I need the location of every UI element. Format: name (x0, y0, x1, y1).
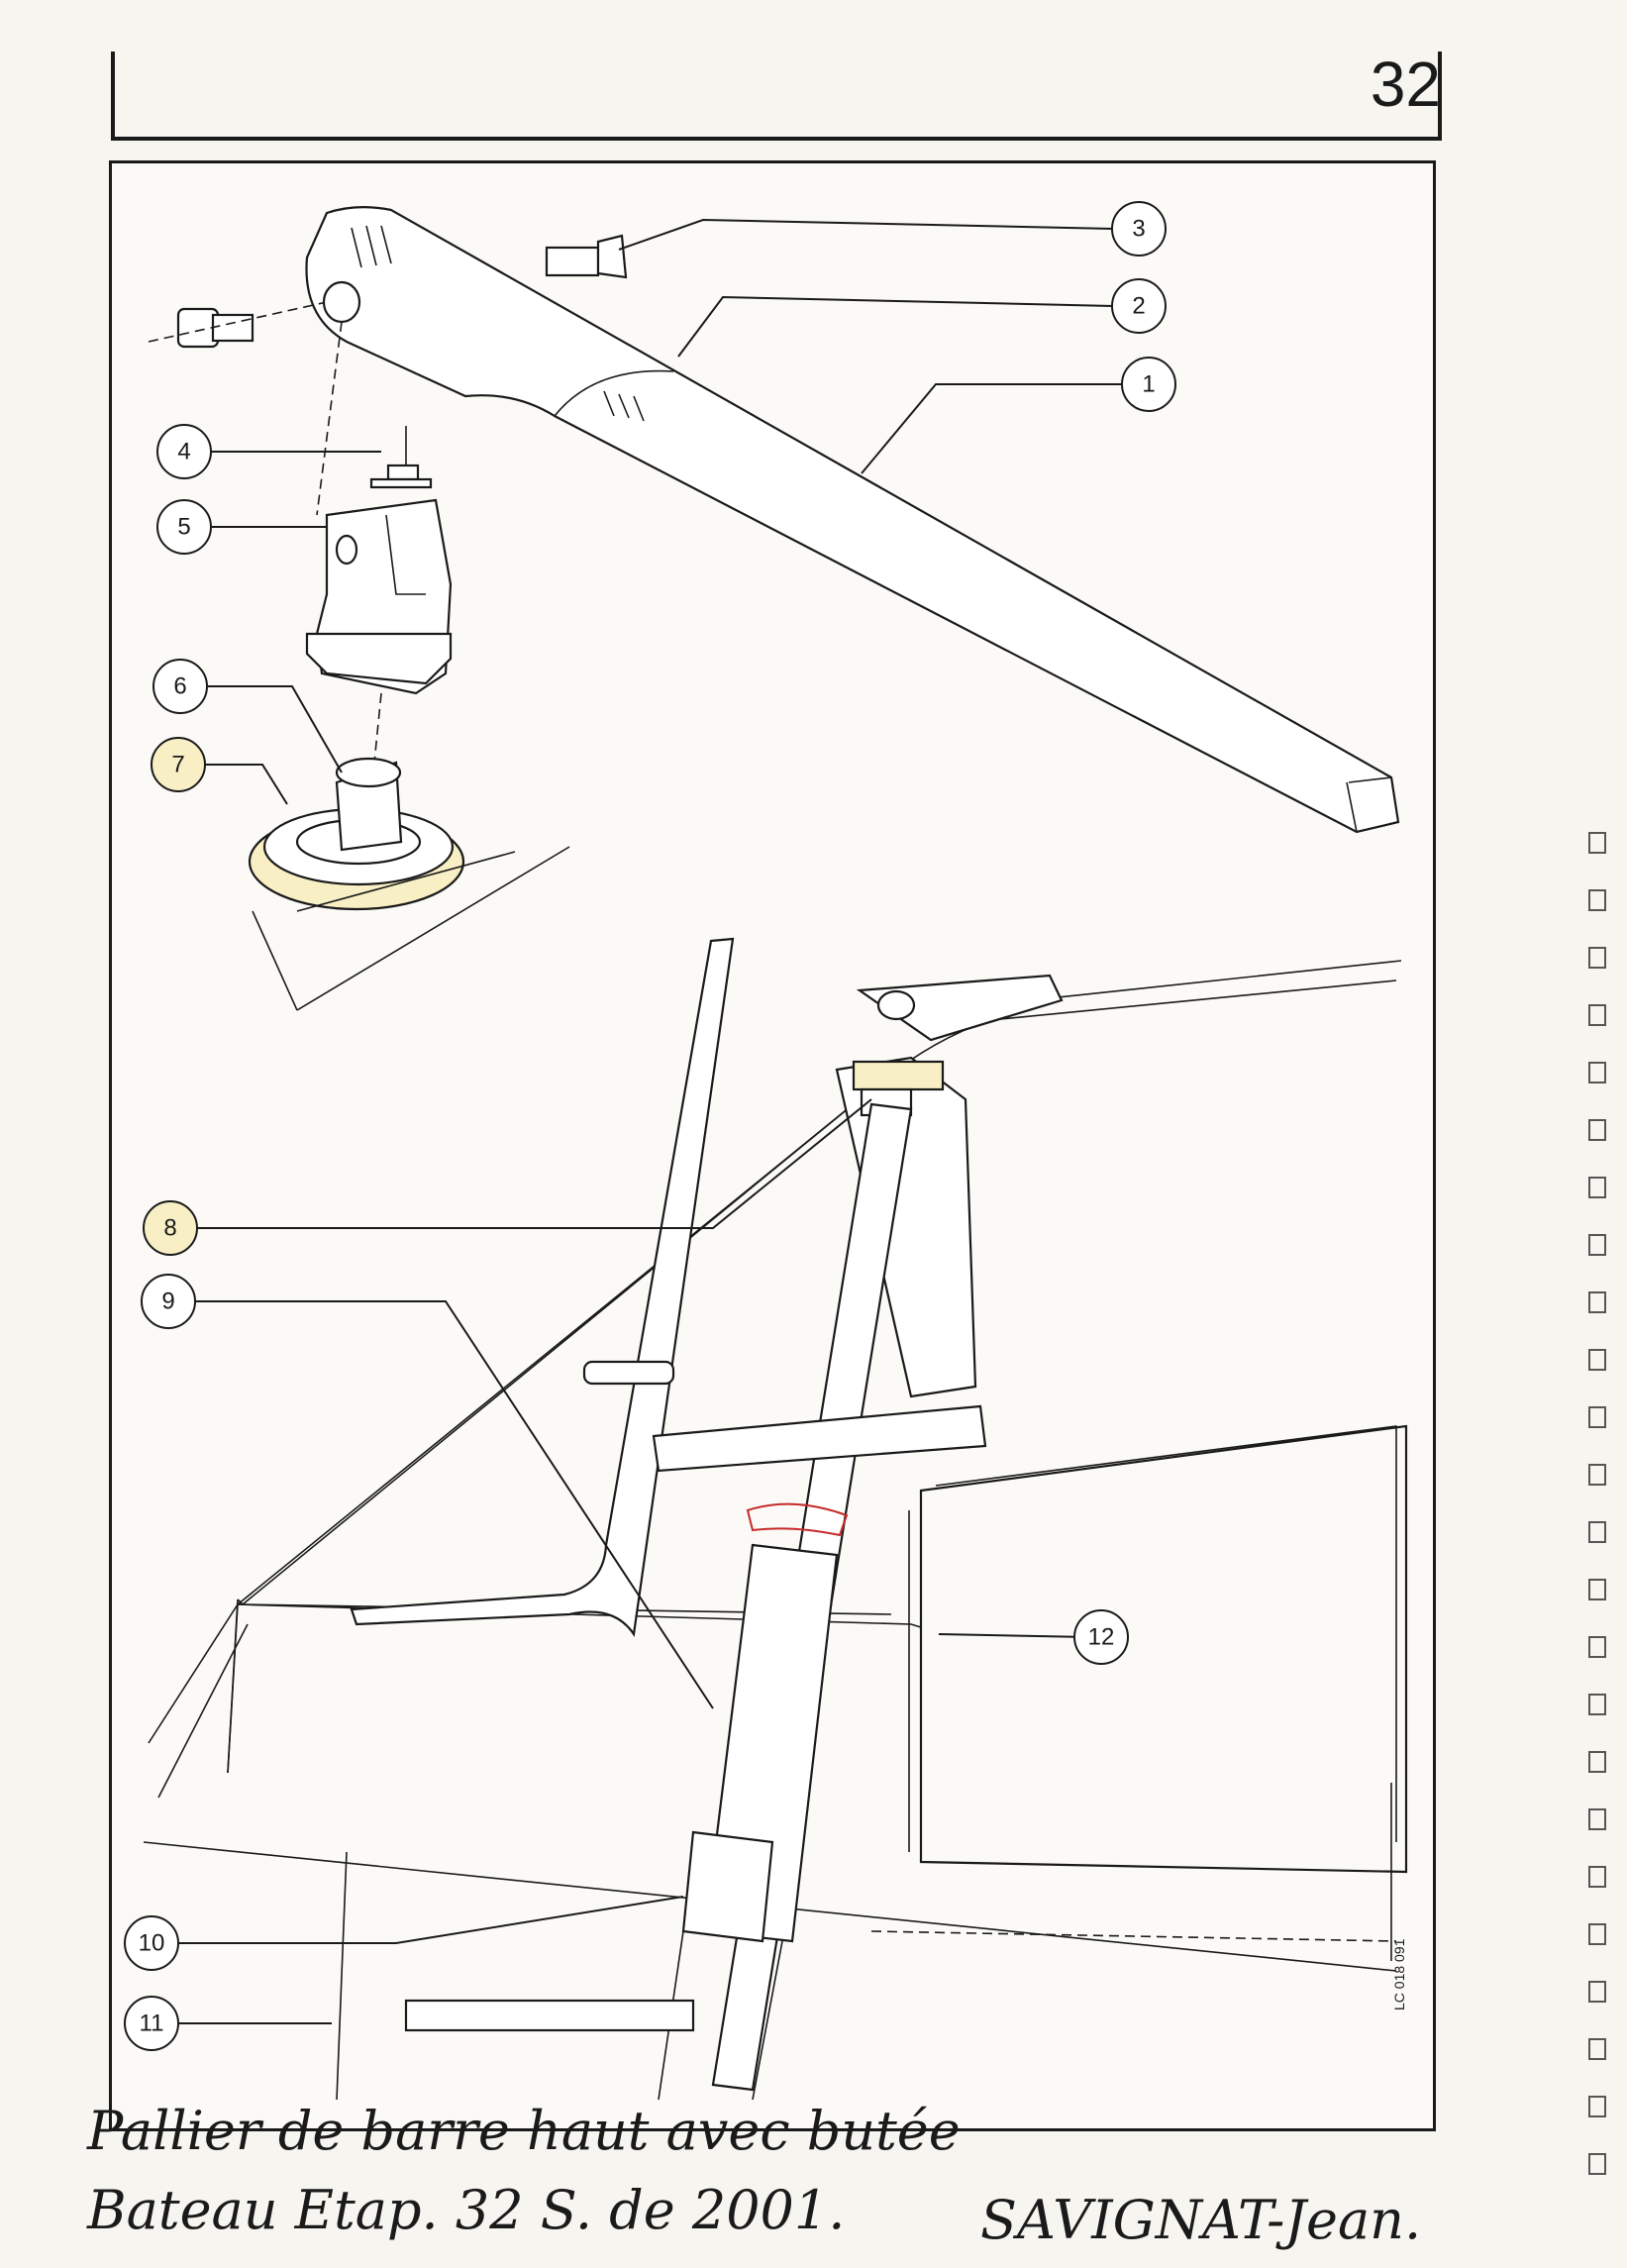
tiller-head-fitting (305, 498, 453, 695)
callout-4: 4 (156, 424, 212, 479)
callout-6: 6 (153, 659, 208, 714)
callout-8: 8 (143, 1200, 198, 1256)
page-number: 32 (1370, 49, 1441, 120)
svg-text:4: 4 (177, 439, 190, 465)
handwritten-owner-name: SAVIGNAT-Jean. (980, 2189, 1422, 2251)
drawing-code: LC 018 091 (1391, 1938, 1407, 2010)
callout-1: 1 (1121, 357, 1176, 412)
tiller-part (305, 206, 1400, 834)
svg-text:7: 7 (171, 752, 184, 778)
retaining-screw (369, 426, 433, 489)
bolt-right (545, 234, 628, 279)
svg-text:12: 12 (1088, 1624, 1115, 1651)
header-frame (111, 52, 1442, 141)
binding-holes (1568, 832, 1627, 2258)
callout-7: 7 (151, 737, 206, 792)
bearing-assembly (248, 692, 570, 1011)
leader-lines (174, 218, 1126, 2024)
svg-text:1: 1 (1142, 371, 1155, 398)
bolt-left (148, 301, 328, 349)
callout-11: 11 (124, 1996, 179, 2051)
svg-text:6: 6 (173, 673, 186, 700)
callout-10: 10 (124, 1915, 179, 1971)
svg-text:5: 5 (177, 514, 190, 541)
callout-2: 2 (1111, 278, 1167, 334)
svg-text:2: 2 (1132, 293, 1145, 320)
svg-text:3: 3 (1132, 216, 1145, 243)
callout-9: 9 (141, 1274, 196, 1329)
callout-3: 3 (1111, 201, 1167, 257)
svg-text:9: 9 (161, 1289, 174, 1315)
svg-text:11: 11 (140, 2010, 164, 2037)
handwritten-caption-line-2: Bateau Etap. 32 S. de 2001. (87, 2179, 846, 2241)
handwritten-caption-line-1: Pallier de barre haut avec butée (87, 2100, 961, 2162)
callout-12: 12 (1073, 1609, 1129, 1665)
pivot-hole (322, 280, 361, 324)
callout-5: 5 (156, 499, 212, 555)
deck-and-stock (143, 937, 1408, 2101)
callouts: 1 2 3 4 5 6 7 8 9 10 11 12 (124, 201, 1176, 2051)
svg-text:10: 10 (139, 1930, 165, 1957)
svg-text:8: 8 (163, 1215, 176, 1242)
